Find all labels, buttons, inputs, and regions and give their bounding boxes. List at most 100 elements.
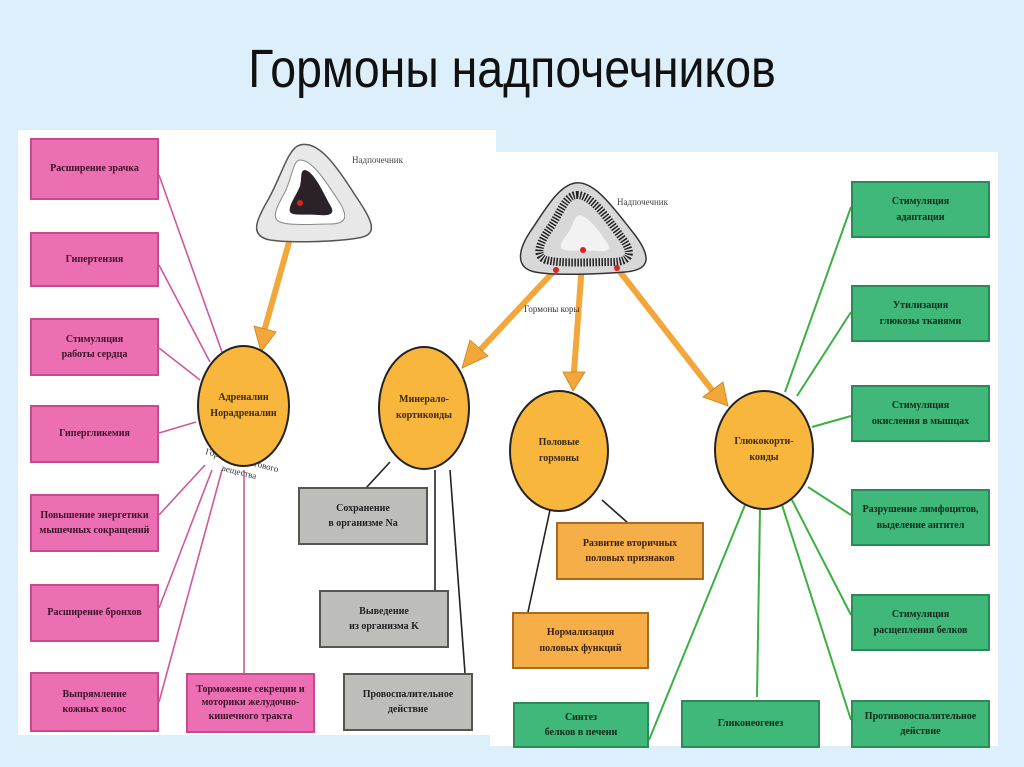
- box-text: Провоспалительное: [362, 688, 454, 700]
- connector-line: [158, 469, 223, 703]
- connector-line: [781, 504, 852, 721]
- box-text: Стимуляция: [891, 609, 950, 620]
- box-text: Повышение энергетики: [40, 509, 149, 521]
- adrenal-label-right: Надпочечник: [617, 197, 668, 207]
- connector-line: [807, 486, 852, 516]
- box-text: Расширение бронхов: [47, 607, 142, 619]
- box-text: действие: [900, 726, 941, 737]
- effect-box-sodium-retention: Сохранение в организме Na: [298, 487, 428, 545]
- medulla-connectors: [158, 174, 245, 703]
- box-text: Разрушение лимфоцитов,: [862, 504, 979, 515]
- adrenal-gland-cortex-illustration: [519, 182, 647, 276]
- effect-box-lymphocyte-destruction: Разрушение лимфоцитов, выделение антител: [851, 489, 990, 546]
- node-text: Минерало-: [399, 394, 449, 405]
- box-text: кишечного тракта: [208, 710, 293, 722]
- box-text: Развитие вторичных: [582, 537, 678, 549]
- box-text: половых функций: [539, 642, 622, 654]
- node-text: Адреналин: [218, 392, 269, 403]
- box-text: действие: [387, 704, 429, 715]
- box-text: Стимуляция: [891, 196, 950, 207]
- box-text: Расширение зрачка: [50, 163, 139, 175]
- node-text: кортикоиды: [396, 410, 452, 421]
- box-text: Синтез: [564, 711, 598, 723]
- box-text: Торможение секреции и: [196, 683, 305, 695]
- adrenal-gland-medulla-illustration: [255, 143, 373, 243]
- effect-box-hypertension: Гипертензия: [30, 232, 159, 287]
- box-text: Стимуляция: [65, 333, 124, 345]
- effect-box-anti-inflammatory: Противовоспалительное действие: [851, 700, 990, 748]
- effect-box-muscle-energy: Повышение энергетики мышечных сокращений: [30, 494, 159, 552]
- effect-box-heart-stimulation: Стимуляция работы сердца: [30, 318, 159, 376]
- connector-line: [527, 509, 551, 613]
- connector-line: [158, 347, 201, 381]
- connector-line: [158, 264, 211, 363]
- connector-line: [811, 415, 852, 428]
- effect-box-hyperglycemia: Гипергликемия: [30, 405, 159, 463]
- connector-line: [648, 504, 746, 741]
- connector-line: [756, 509, 761, 698]
- box-text: работы сердца: [61, 349, 128, 360]
- arrow-glucocorticoids: [614, 266, 729, 407]
- box-text: Нормализация: [546, 627, 615, 638]
- cortex-hormones-label: Гормоны коры: [524, 304, 580, 314]
- effect-box-pupil-dilation: Расширение зрачка: [30, 138, 159, 200]
- connector-line: [796, 311, 852, 397]
- effect-box-gluconeogenesis: Гликонеогенез: [681, 700, 820, 748]
- node-text: Норадреналин: [210, 408, 277, 419]
- effect-box-hair-erection: Выпрямление кожных волос: [30, 672, 159, 732]
- box-text: Выпрямление: [62, 688, 127, 700]
- node-text: Глюкокорти-: [734, 436, 794, 447]
- arrow-mineralocorticoids: [461, 267, 558, 369]
- mineralocorticoid-connectors: [365, 461, 466, 674]
- node-text: коиды: [749, 452, 779, 463]
- glucocorticoid-connectors: [648, 206, 852, 741]
- node-glucocorticoids: Глюкокорти-коиды: [714, 390, 814, 510]
- box-text: Противовоспалительное: [864, 710, 977, 722]
- slide-title: Гормоны надпочечников: [248, 39, 776, 99]
- box-text: выделение антител: [876, 519, 965, 531]
- box-text: Утилизация: [892, 300, 949, 311]
- box-text: Гипергликемия: [59, 428, 130, 440]
- connector-line: [449, 469, 466, 674]
- effect-box-proinflammatory: Провоспалительное действие: [343, 673, 473, 731]
- box-text: кожных волос: [62, 704, 127, 715]
- box-text: половых признаков: [585, 553, 675, 564]
- box-text: из организма K: [349, 621, 419, 632]
- node-mineralocorticoids: Минерало-кортикоиды: [378, 346, 470, 470]
- connector-line: [365, 461, 391, 489]
- effect-box-adaptation: Стимуляция адаптации: [851, 181, 990, 238]
- adrenal-label-left: Надпочечник: [352, 155, 403, 165]
- effect-box-liver-protein-synthesis: Синтез белков в печени: [513, 702, 649, 748]
- effect-box-sexual-function: Нормализация половых функций: [512, 612, 649, 669]
- connector-line: [601, 499, 629, 524]
- connector-line: [158, 421, 197, 434]
- effect-box-glucose-utilization: Утилизация глюкозы тканями: [851, 285, 990, 342]
- effect-box-gi-inhibition: Торможение секреции и моторики желудочно-…: [186, 673, 315, 733]
- effect-box-protein-breakdown: Стимуляция расщепления белков: [851, 594, 990, 651]
- box-text: Выведение: [359, 605, 409, 617]
- connector-line: [158, 174, 223, 353]
- box-text: Сохранение: [336, 502, 390, 514]
- sex-hormone-connectors: [527, 499, 629, 613]
- box-text: моторики желудочно-: [201, 697, 300, 709]
- box-text: глюкозы тканями: [879, 315, 962, 327]
- connector-line: [791, 499, 852, 616]
- box-text: Гликонеогенез: [717, 718, 784, 730]
- box-text: расщепления белков: [873, 624, 968, 636]
- connector-line: [784, 206, 852, 393]
- connector-line: [158, 464, 206, 516]
- node-text: гормоны: [539, 453, 579, 464]
- effect-box-bronchodilation: Расширение бронхов: [30, 584, 159, 642]
- box-text: мышечных сокращений: [39, 525, 150, 536]
- box-text: белков в печени: [544, 727, 618, 738]
- effect-box-secondary-sex-characteristics: Развитие вторичных половых признаков: [556, 522, 704, 580]
- box-text: адаптации: [896, 211, 945, 223]
- box-text: окисления в мышцах: [871, 415, 970, 427]
- box-text: в организме Na: [328, 518, 398, 529]
- effect-box-potassium-excretion: Выведение из организма K: [319, 590, 449, 648]
- box-text: Гипертензия: [65, 253, 124, 265]
